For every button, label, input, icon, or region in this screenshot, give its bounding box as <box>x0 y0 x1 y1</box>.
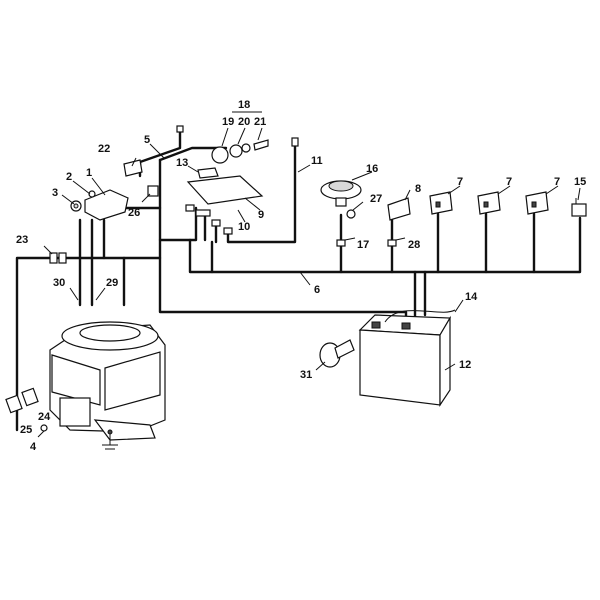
spark-plug-caps <box>5 387 48 432</box>
label-11: 11 <box>311 155 323 167</box>
label-2: 2 <box>66 171 72 183</box>
relay-group <box>429 191 549 215</box>
leader-lines <box>37 127 581 438</box>
label-8: 8 <box>415 183 421 195</box>
wiring-harness <box>15 125 582 432</box>
label-13: 13 <box>176 157 188 169</box>
label-10: 10 <box>238 221 250 233</box>
label-24: 24 <box>38 411 51 423</box>
fuse-holder <box>571 198 587 217</box>
label-28: 28 <box>408 239 420 251</box>
label-14: 14 <box>465 291 478 303</box>
ignition-assembly <box>70 159 159 221</box>
horn <box>320 180 362 207</box>
terminal-cover <box>319 339 355 368</box>
label-3: 3 <box>52 187 58 199</box>
label-22: 22 <box>98 143 110 155</box>
label-26: 26 <box>128 207 140 219</box>
label-17: 17 <box>357 239 369 251</box>
label-6: 6 <box>314 284 320 296</box>
label-7b: 7 <box>506 176 512 188</box>
label-4: 4 <box>30 441 37 453</box>
label-30: 30 <box>53 277 65 289</box>
label-7a: 7 <box>457 176 463 188</box>
callout-labels: 1 2 3 4 5 6 7 7 7 8 9 10 11 12 13 14 15 … <box>16 99 586 453</box>
label-12: 12 <box>459 359 471 371</box>
label-31: 31 <box>300 369 312 381</box>
dashboard-panel <box>185 111 269 235</box>
engine <box>49 321 166 450</box>
label-25: 25 <box>20 424 32 436</box>
battery <box>358 309 456 407</box>
label-21: 21 <box>254 116 266 128</box>
label-5: 5 <box>144 134 150 146</box>
label-1: 1 <box>86 167 92 179</box>
label-19: 19 <box>222 116 234 128</box>
label-16: 16 <box>366 163 378 175</box>
label-29: 29 <box>106 277 118 289</box>
label-7c: 7 <box>554 176 560 188</box>
label-18: 18 <box>238 99 250 111</box>
label-27: 27 <box>370 193 382 205</box>
label-9: 9 <box>258 209 264 221</box>
label-23: 23 <box>16 234 28 246</box>
label-20: 20 <box>238 116 250 128</box>
module-8 <box>346 197 411 221</box>
label-15: 15 <box>574 176 586 188</box>
